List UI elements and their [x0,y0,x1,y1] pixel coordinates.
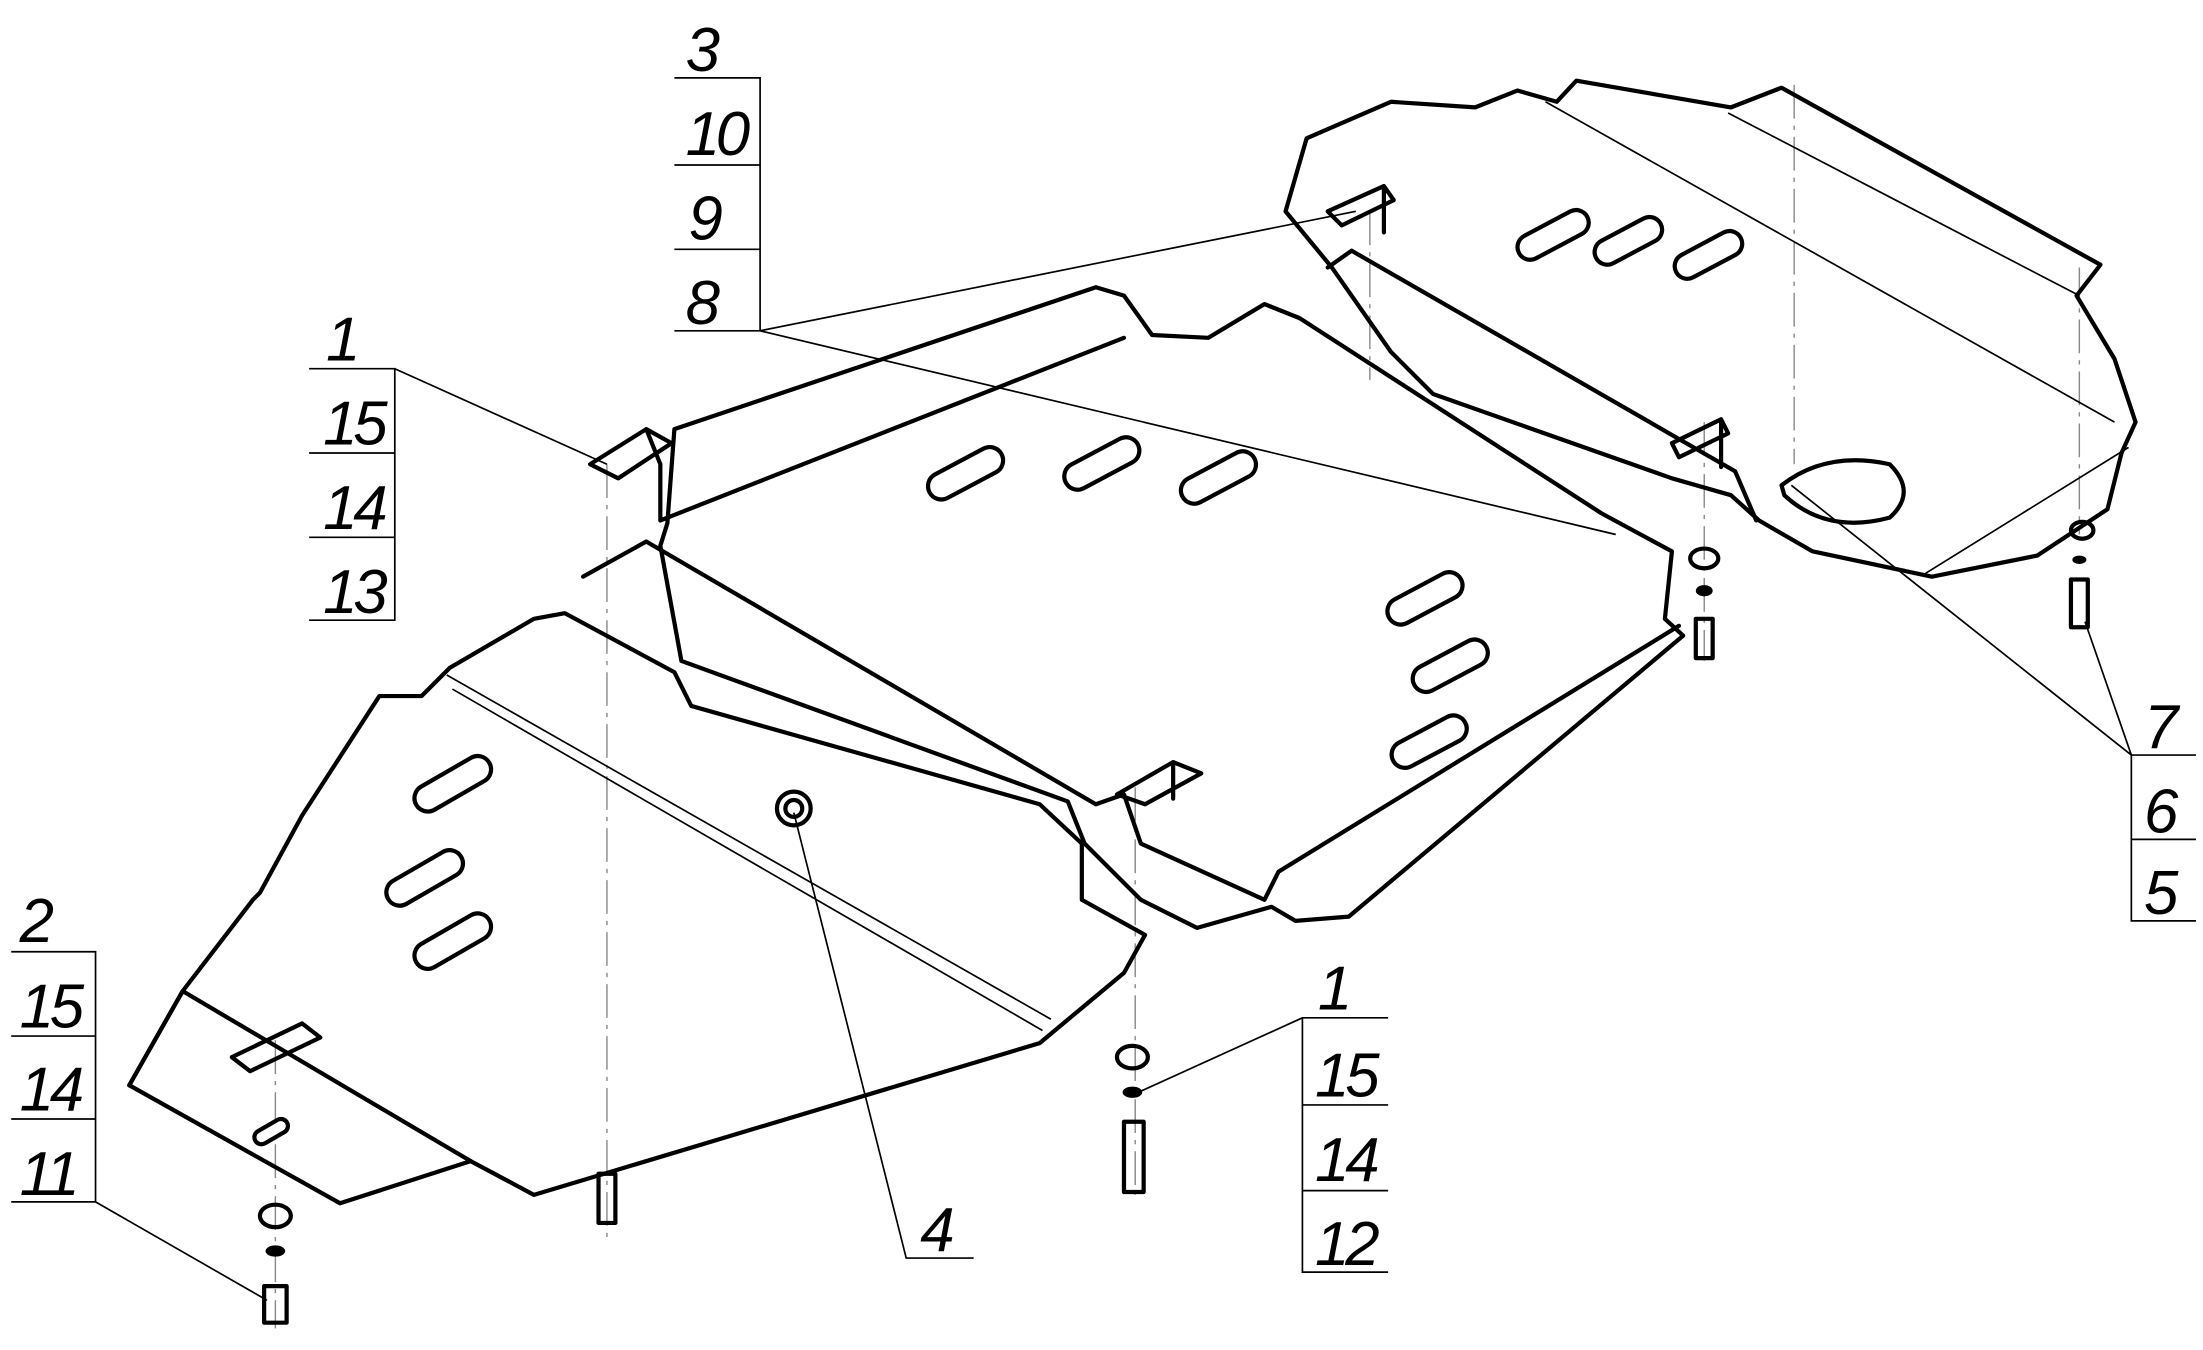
callout-label: 15 [1315,1041,1380,1110]
callout-label: 1 [326,305,356,374]
callout-stack-7-6-5: 7 6 5 [1790,484,2196,928]
callout-label: 1 [1318,954,1348,1023]
rear-skid-plate[interactable] [1283,78,2138,579]
callout-label: 12 [1315,1210,1379,1279]
callout-label: 5 [2144,859,2179,928]
callout-stack-3-10-9-8: 3 10 9 8 [674,16,1616,536]
callout-label: 7 [2144,693,2181,762]
callout-label: 15 [20,973,85,1042]
callout-stack-1-15-14-13: 1 15 14 13 [309,305,608,627]
callout-4: 4 [792,812,974,1265]
callout-label: 6 [2144,777,2179,846]
callout-label: 8 [686,269,720,338]
callout-label: 4 [920,1196,953,1265]
callout-stack-2-15-14-11: 2 15 14 11 [11,887,268,1301]
middle-skid-plate[interactable] [580,285,1686,931]
callout-label: 2 [19,887,54,956]
front-skid-plate[interactable] [127,611,1148,1206]
callout-label: 14 [20,1056,83,1125]
callout-label: 15 [323,390,388,459]
callout-stack-1-15-14-12: 1 15 14 12 [1134,954,1389,1279]
callout-label: 9 [688,184,722,253]
fasteners [257,519,2096,1325]
callout-label: 11 [20,1140,76,1209]
callout-label: 13 [323,558,387,627]
callout-label: 3 [686,16,720,85]
callout-label: 10 [686,100,750,169]
callout-label: 14 [1315,1126,1378,1195]
center-lines [274,84,2081,1329]
callout-label: 14 [323,474,386,543]
